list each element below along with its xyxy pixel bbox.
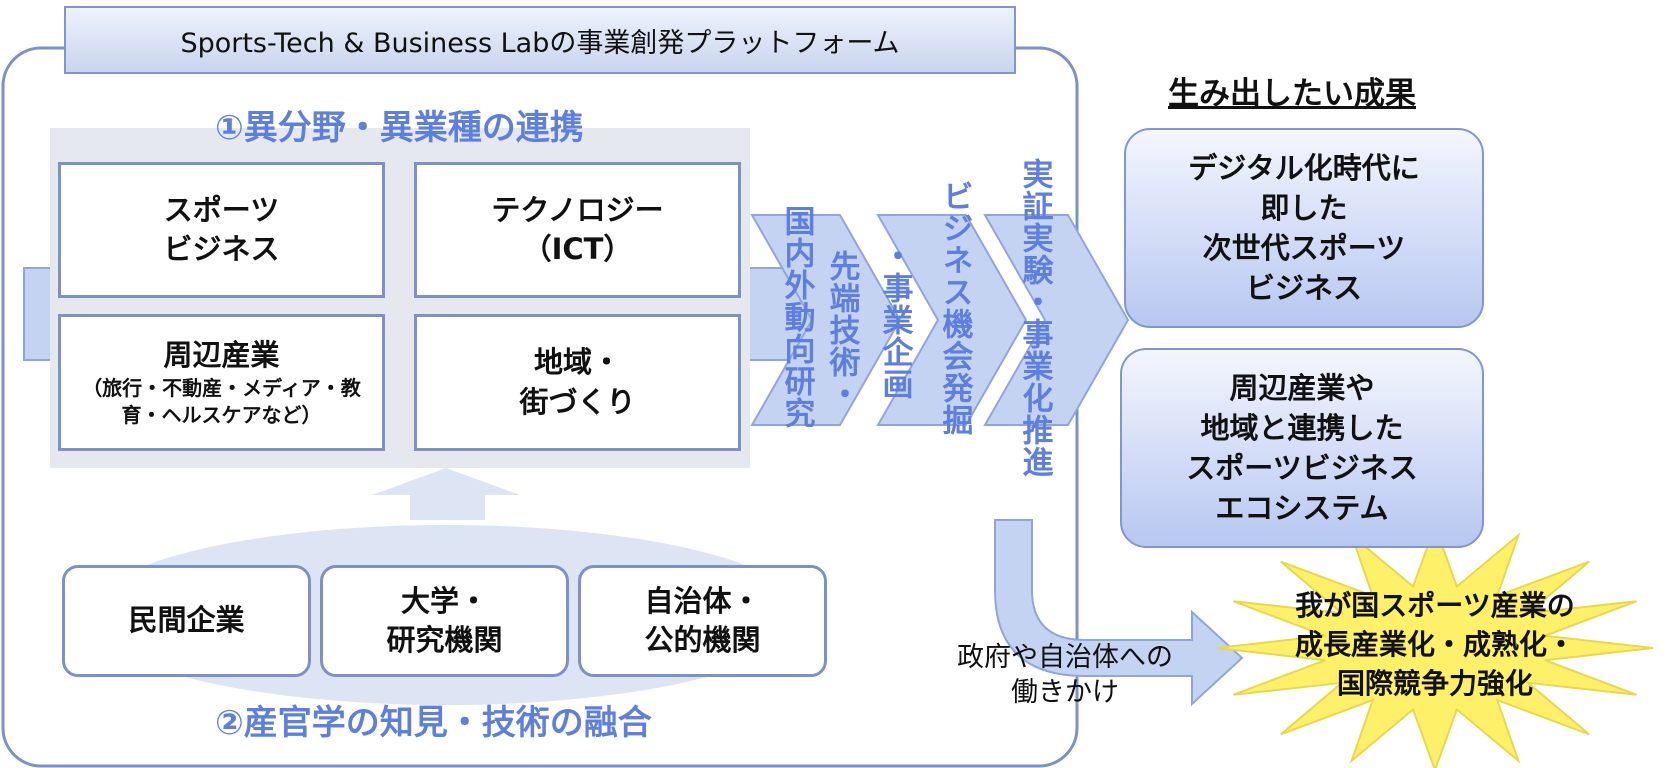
domain-line: テクノロジー xyxy=(491,192,664,227)
actor-line: 大学・ xyxy=(400,583,488,618)
up-arrow xyxy=(372,468,520,520)
final-outcome-line: 国際競争力強化 xyxy=(1336,667,1533,701)
platform-title: Sports-Tech & Business Labの事業創発プラットフォーム xyxy=(64,6,1016,74)
domain-box-region: 地域・ 街づくり xyxy=(414,314,741,451)
domain-line: 街づくり xyxy=(519,384,636,419)
curved-arrow xyxy=(994,519,1244,707)
domain-line: ビジネス xyxy=(163,232,280,266)
outcome-line: エコシステム xyxy=(1215,491,1389,526)
step-opportunity-discovery: ビジネス機会発掘 xyxy=(936,180,973,436)
starburst xyxy=(1216,522,1654,768)
step-trend-research: 国内外動向研究 xyxy=(778,205,815,429)
section2-title: ②産官学の知見・技術の融合 xyxy=(215,703,652,743)
outcome-line: ビジネス xyxy=(1245,271,1362,306)
actor-box-universities: 大学・ 研究機関 xyxy=(320,565,569,677)
outcome-line: 即した xyxy=(1260,190,1348,225)
domain-line: スポーツ xyxy=(163,192,280,227)
outcome-line: デジタル化時代に xyxy=(1188,150,1420,185)
final-outcome-line: 我が国スポーツ産業の xyxy=(1295,589,1575,622)
actor-line: 自治体・ xyxy=(644,583,761,618)
outcome-line: 周辺産業や xyxy=(1229,370,1375,405)
domain-subline: （旅行・不動産・メディア・教 xyxy=(82,376,361,401)
outcome-box-ecosystem: 周辺産業や 地域と連携した スポーツビジネス エコシステム xyxy=(1120,348,1484,548)
domain-box-technology: テクノロジー （ICT） xyxy=(414,162,741,298)
outcomes-title: 生み出したい成果 xyxy=(1168,76,1416,112)
outcome-line: 地域と連携した xyxy=(1200,410,1404,445)
domain-box-sports-business: スポーツ ビジネス xyxy=(58,162,385,298)
outcome-box-next-gen: デジタル化時代に 即した 次世代スポーツ ビジネス xyxy=(1124,128,1484,328)
domain-line: （ICT） xyxy=(522,232,633,266)
actor-line: 研究機関 xyxy=(386,623,503,657)
government-line: 働きかけ xyxy=(1011,677,1119,709)
final-outcome-line: 成長産業化・成熟化・ xyxy=(1294,628,1575,662)
actor-line: 民間企業 xyxy=(128,603,245,638)
actor-box-private-companies: 民間企業 xyxy=(62,565,311,677)
domain-subline: 育・ヘルスケアなど） xyxy=(121,403,322,428)
step-business-planning: ・事業企画 xyxy=(876,240,913,400)
actor-line: 公的機関 xyxy=(644,623,761,657)
government-line: 政府や自治体への xyxy=(957,642,1173,673)
outcome-line: 次世代スポーツ xyxy=(1202,231,1406,265)
chevron-1 xyxy=(750,214,902,426)
chevron-2 xyxy=(876,214,1028,426)
section1-title: ①異分野・異業種の連携 xyxy=(215,108,584,148)
domain-line: 周辺産業 xyxy=(163,337,280,372)
outcome-line: スポーツビジネス xyxy=(1186,451,1418,485)
chevron-3 xyxy=(983,214,1130,426)
step-demonstration: 実証実験・事業化推進 xyxy=(1016,158,1053,478)
final-outcome-text: 我が国スポーツ産業の 成長産業化・成熟化・ 国際競争力強化 xyxy=(1270,586,1600,704)
step-advanced-tech: 先端技術・ xyxy=(823,250,860,410)
government-text: 政府や自治体への 働きかけ xyxy=(930,640,1200,710)
domain-box-related-industries: 周辺産業 （旅行・不動産・メディア・教 育・ヘルスケアなど） xyxy=(58,314,385,451)
domain-line: 地域・ xyxy=(533,345,621,380)
actor-box-public-bodies: 自治体・ 公的機関 xyxy=(578,565,827,677)
